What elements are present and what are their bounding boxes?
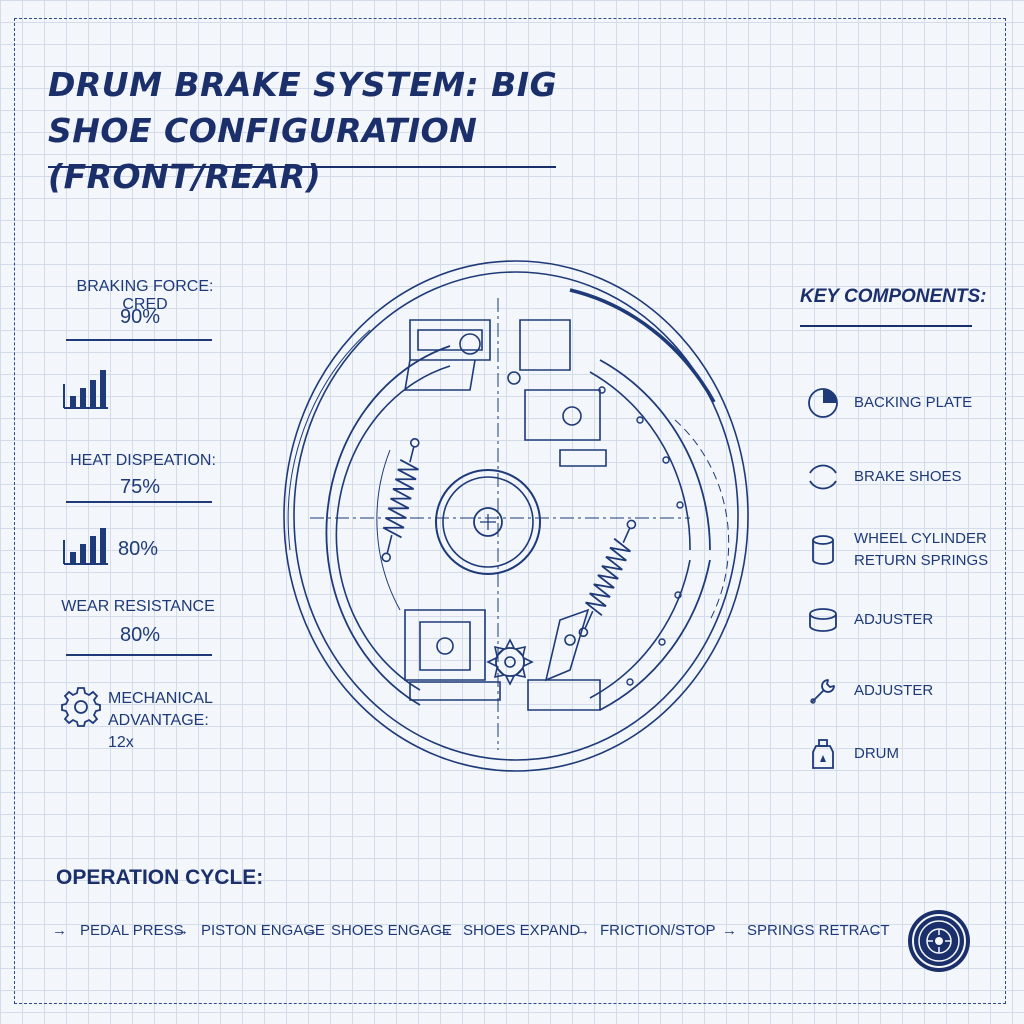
star-adjuster	[486, 638, 534, 686]
puck-icon	[809, 608, 837, 632]
return-spring-right	[578, 519, 637, 638]
lining-inner	[589, 371, 691, 551]
brake-assembly-badge-icon	[908, 910, 970, 972]
braking-force-label: BRAKING FORCE: CRED	[76, 278, 214, 313]
drum-outer-rim	[283, 260, 749, 772]
key-item-label: ADJUSTER	[854, 611, 934, 628]
bar-metric-value: 80%	[118, 538, 159, 560]
cycle-arrow: →	[437, 922, 452, 939]
cycle-arrow: →	[575, 922, 590, 939]
lower-anchor	[404, 609, 486, 681]
cycle-step: FRICTION/STOP	[600, 922, 716, 939]
cycle-arrow: →	[722, 922, 737, 939]
cycle-step: SHOES ENGAGE	[331, 922, 452, 939]
cycle-step: PISTON ENGAGE	[201, 922, 325, 939]
cycle-step: SHOES EXPAND	[463, 922, 581, 939]
cycle-arrow: →	[174, 922, 189, 939]
gear-icon	[61, 687, 101, 727]
key-item-backing-plate: BACKING PLATE	[806, 386, 972, 420]
cylinder-icon	[812, 535, 834, 565]
wear-resistance-value: 80%	[119, 624, 161, 646]
left-shoe	[325, 345, 451, 706]
drum-inner-rim	[293, 271, 739, 761]
bar-chart-icon	[63, 528, 108, 565]
shoes-icon	[809, 464, 837, 490]
lining-outer	[599, 359, 711, 551]
pie-icon	[808, 388, 838, 418]
wrench-icon	[810, 679, 835, 704]
key-components-title: KEY COMPONENTS:	[800, 286, 987, 307]
hub	[435, 469, 541, 575]
key-item-label: BACKING PLATE	[854, 394, 973, 411]
key-item-label: DRUM	[854, 745, 899, 762]
metric-divider	[66, 654, 212, 656]
key-item-label: ADJUSTER	[854, 682, 934, 699]
heat-dissipation-label: HEAT DISPEATION:	[70, 452, 216, 469]
operation-cycle-title: OPERATION CYCLE:	[56, 866, 264, 889]
key-item-adjuster-tool: ADJUSTER	[806, 674, 933, 708]
fluid-bottle-icon	[812, 739, 834, 769]
wear-resistance-label: WEAR RESISTANCE	[61, 598, 215, 615]
cycle-arrow: →	[868, 922, 883, 939]
drum-brake-drawing	[283, 260, 749, 772]
braking-force-value: 90%	[119, 306, 161, 328]
cycle-arrow: →	[303, 922, 318, 939]
page-title: DRUM BRAKE SYSTEM: BIG SHOE CONFIGURATIO…	[48, 65, 558, 196]
metric-divider	[66, 501, 212, 503]
key-item-brake-shoes: BRAKE SHOES	[806, 460, 962, 494]
key-item-drum: DRUM	[806, 737, 899, 771]
key-item-adjuster: ADJUSTER	[806, 603, 933, 637]
metric-divider	[66, 339, 212, 341]
cycle-arrow: →	[52, 922, 67, 939]
return-spring-left	[381, 438, 420, 563]
bar-chart-icon	[63, 370, 108, 409]
wheel-cylinder	[524, 389, 601, 441]
drum-rim-highlight	[569, 288, 716, 403]
title-underline	[48, 166, 556, 168]
cycle-step: PEDAL PRESS	[80, 922, 184, 939]
key-item-label: WHEEL CYLINDER RETURN SPRINGS	[854, 530, 989, 569]
cycle-step: SPRINGS RETRACT	[747, 922, 890, 939]
key-item-wheel-cylinder: WHEEL CYLINDER RETURN SPRINGS	[806, 528, 988, 572]
key-components-underline	[800, 325, 972, 327]
blueprint-frame	[14, 18, 1006, 1004]
mechanical-advantage-label: MECHANICAL ADVANTAGE: 12x	[108, 690, 213, 751]
heat-dissipation-value: 75%	[119, 476, 161, 498]
key-item-label: BRAKE SHOES	[854, 468, 962, 485]
